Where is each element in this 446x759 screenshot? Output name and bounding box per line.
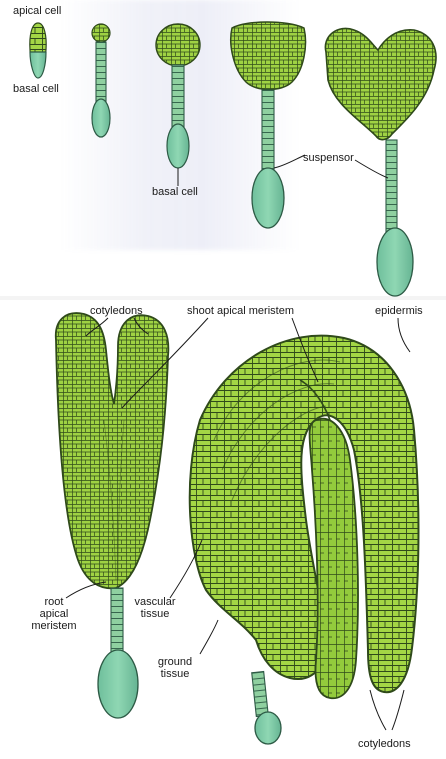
label-apical-cell: apical cell bbox=[13, 5, 61, 17]
stage-6-embryo bbox=[56, 313, 169, 718]
stage-6-suspensor bbox=[111, 588, 123, 654]
stage-1-basal-cell bbox=[30, 52, 46, 78]
stage-6-torpedo-embryo bbox=[56, 313, 169, 588]
label-basal-cell-top: basal cell bbox=[13, 83, 59, 95]
stage-2-suspensor bbox=[96, 42, 106, 102]
leader-suspensor-2 bbox=[355, 160, 388, 178]
stage-7-embryo bbox=[190, 336, 419, 744]
stage-6-basal-cell bbox=[98, 650, 138, 718]
label-apical: apical bbox=[40, 608, 69, 620]
stage-7-basal-cell bbox=[255, 712, 281, 744]
label-cotyledons-bottom: cotyledons bbox=[358, 738, 411, 750]
stage-2-basal-cell bbox=[92, 99, 110, 137]
label-root: root bbox=[45, 596, 64, 608]
leader-cotyledons-bottom-left bbox=[370, 690, 386, 730]
stage-7-cotyledon-inner bbox=[310, 419, 359, 698]
stage-3-globular-embryo bbox=[156, 24, 200, 66]
stage-7-suspensor bbox=[252, 671, 269, 716]
label-suspensor: suspensor bbox=[303, 152, 354, 164]
stage-3-suspensor bbox=[172, 65, 184, 127]
stage-4-basal-cell bbox=[252, 168, 284, 228]
leader-ground-tissue bbox=[200, 620, 218, 654]
stage-4-suspensor bbox=[262, 90, 274, 172]
stage-4-early-heart-embryo bbox=[231, 22, 306, 90]
stage-2-embryo bbox=[92, 24, 110, 137]
label-basal-cell-mid: basal cell bbox=[152, 186, 198, 198]
label-ground: ground bbox=[158, 656, 192, 668]
stage-5-basal-cell bbox=[377, 228, 413, 296]
label-meristem: meristem bbox=[31, 620, 76, 632]
label-root-apical-meristem: root apical meristem bbox=[28, 596, 80, 632]
label-tissue-ground: tissue bbox=[161, 668, 190, 680]
stage-3-embryo bbox=[156, 24, 200, 168]
label-vascular-tissue: vascular tissue bbox=[131, 596, 179, 620]
stage-5-heart-embryo bbox=[325, 28, 436, 139]
stage-7-cotyledon-outer bbox=[190, 336, 419, 693]
label-tissue-vascular: tissue bbox=[141, 608, 170, 620]
label-ground-tissue: ground tissue bbox=[153, 656, 197, 680]
stage-3-basal-cell bbox=[167, 124, 189, 168]
label-vascular: vascular bbox=[135, 596, 176, 608]
label-cotyledons-top: cotyledons bbox=[90, 305, 143, 317]
leader-suspensor bbox=[274, 155, 305, 168]
stage-4-embryo bbox=[231, 22, 306, 228]
leader-cotyledons-bottom-right bbox=[392, 690, 404, 730]
stage-1-embryo bbox=[30, 23, 46, 78]
label-epidermis: epidermis bbox=[375, 305, 423, 317]
leader-epidermis bbox=[398, 318, 410, 352]
stage-2-proembryo bbox=[92, 24, 110, 42]
stage-5-suspensor bbox=[386, 140, 397, 234]
label-shoot-apical-meristem: shoot apical meristem bbox=[187, 305, 294, 317]
